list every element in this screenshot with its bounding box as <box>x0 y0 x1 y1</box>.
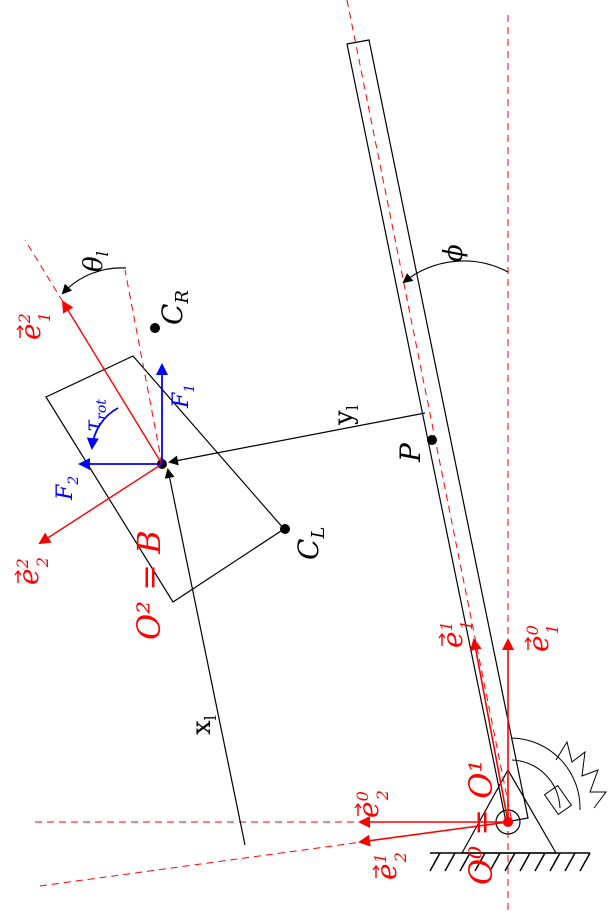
label-e02: e02 <box>352 790 392 818</box>
label-p: P <box>394 442 427 463</box>
label-o2-b: O² = B <box>130 530 168 640</box>
label-f1: F1 <box>169 384 198 409</box>
y-l-line <box>168 412 426 466</box>
frame2-axis-extension <box>24 239 64 303</box>
e12-arrow <box>358 821 509 847</box>
svg-text:e11: e11 <box>436 620 476 648</box>
label-x-l: xl <box>187 715 220 735</box>
label-e22: e22 <box>12 557 52 585</box>
reference-rotated <box>39 821 509 887</box>
point-p <box>427 435 437 445</box>
tau-arc <box>86 407 119 450</box>
phi-arc <box>402 260 509 284</box>
label-y-l: yl <box>329 405 362 426</box>
label-o0-o1: O⁰ = O¹ <box>462 760 500 885</box>
svg-text:e22: e22 <box>12 557 52 585</box>
theta-reference-line <box>124 269 163 465</box>
label-e01: e01 <box>522 624 562 652</box>
svg-text:e01: e01 <box>522 624 562 652</box>
point-cl <box>280 524 290 534</box>
x-l-line <box>164 468 246 846</box>
label-e12: e12 <box>370 852 410 880</box>
label-theta-l: θl <box>79 251 112 272</box>
ground-hatch <box>429 852 591 872</box>
svg-text:e02: e02 <box>352 790 392 818</box>
e21-arrow <box>61 300 163 465</box>
gear-icon <box>511 737 607 816</box>
link-axis <box>346 0 513 823</box>
theta-arc <box>61 267 127 295</box>
label-phi: ϕ <box>439 244 469 262</box>
label-c-l: CL <box>292 527 329 560</box>
link-body <box>346 39 529 823</box>
label-f2: F2 <box>53 476 82 501</box>
label-e21: e21 <box>14 312 54 340</box>
svg-text:e21: e21 <box>14 312 54 340</box>
base-support <box>460 768 558 854</box>
svg-text:e12: e12 <box>370 852 410 880</box>
label-e11: e11 <box>436 620 476 648</box>
e22-arrow <box>38 463 163 545</box>
label-tau: τrot <box>81 399 110 432</box>
point-cr <box>150 323 160 333</box>
label-c-r: CR <box>156 290 193 325</box>
e11-arrow <box>469 638 509 823</box>
